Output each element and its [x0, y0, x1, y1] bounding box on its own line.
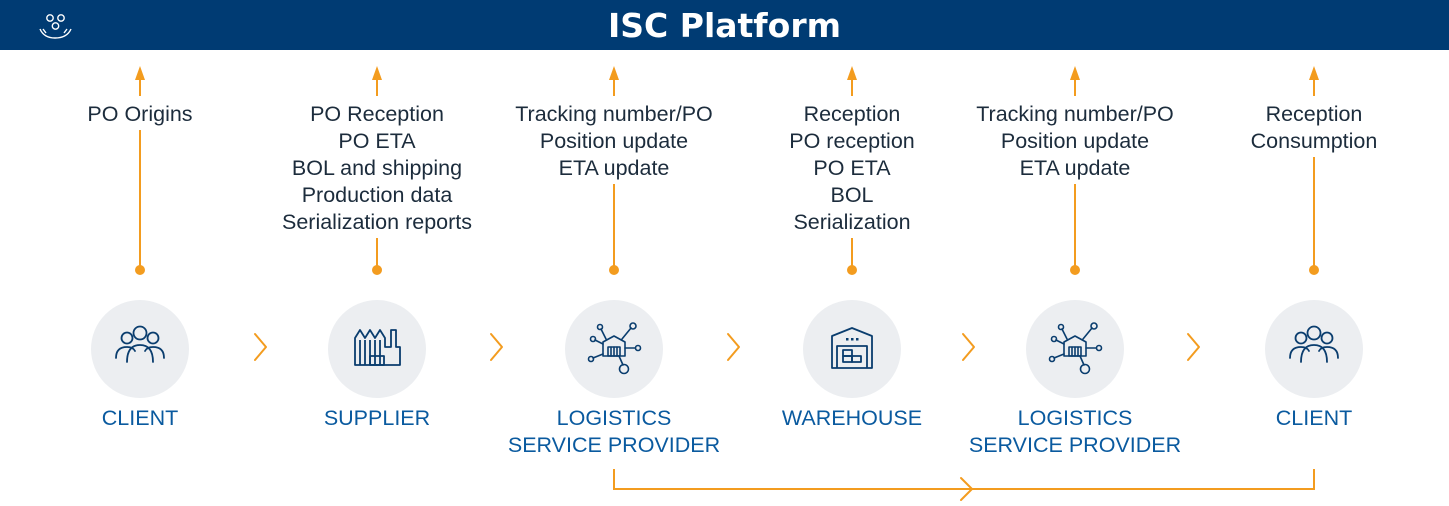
- data-item: Consumption: [1250, 129, 1378, 153]
- stage-label-line: SERVICE PROVIDER: [507, 433, 721, 457]
- connector-dot: [1070, 265, 1080, 275]
- data-item: Serialization reports: [281, 210, 472, 234]
- data-item: PO Reception: [310, 102, 444, 126]
- stage-icon-circle: [91, 300, 189, 398]
- logistics-network-icon: [587, 322, 642, 375]
- stage-label-line: CLIENT: [1275, 406, 1353, 430]
- data-item: BOL and shipping: [291, 156, 463, 180]
- connector-dot: [372, 265, 382, 275]
- data-item: BOL: [830, 183, 874, 207]
- stage-icon-circle: [1265, 300, 1363, 398]
- data-item: Serialization: [793, 210, 911, 234]
- chevron-right-icon: [490, 333, 503, 361]
- header-bar: [0, 0, 1449, 50]
- up-arrow-head: [1309, 66, 1319, 80]
- stage-label: SUPPLIER: [247, 405, 507, 432]
- stage-label: WAREHOUSE: [722, 405, 982, 432]
- data-item: PO reception: [789, 129, 915, 153]
- stage-icon-circle: [1026, 300, 1124, 398]
- data-item: Reception: [803, 102, 901, 126]
- gears-in-hand-icon: [39, 14, 72, 39]
- stage-label-line: WAREHOUSE: [781, 406, 923, 430]
- chevron-right-icon: [960, 477, 973, 501]
- stage-data-list: Tracking number/PO Position update ETA u…: [494, 101, 734, 182]
- stage-label-line: SERVICE PROVIDER: [968, 433, 1182, 457]
- page-title: ISC Platform: [608, 6, 841, 45]
- bypass-connector-line: [613, 469, 1315, 490]
- connector-dot: [847, 265, 857, 275]
- data-item: PO ETA: [338, 129, 416, 153]
- connector-dot: [135, 265, 145, 275]
- data-item: Position update: [539, 129, 689, 153]
- stage-label: CLIENT: [10, 405, 270, 432]
- chevron-right-icon: [727, 333, 740, 361]
- stage-label: CLIENT: [1184, 405, 1444, 432]
- up-arrow-head: [1070, 66, 1080, 80]
- stage-label-line: CLIENT: [101, 406, 179, 430]
- up-arrow-head: [609, 66, 619, 80]
- stage-data-list: Reception Consumption: [1194, 101, 1434, 155]
- stage-label: LOGISTICS SERVICE PROVIDER: [484, 405, 744, 459]
- stage-icon-circle: [803, 300, 901, 398]
- people-icon: [1289, 325, 1339, 363]
- stage-data-list: Tracking number/PO Position update ETA u…: [955, 101, 1195, 182]
- data-item: Tracking number/PO: [515, 102, 713, 126]
- data-item: Reception: [1265, 102, 1363, 126]
- connector-dot: [609, 265, 619, 275]
- stage-data-list: PO Reception PO ETA BOL and shipping Pro…: [257, 101, 497, 236]
- stage-data-list: Reception PO reception PO ETA BOL Serial…: [732, 101, 972, 236]
- chevron-right-icon: [254, 333, 267, 361]
- stage-icon-circle: [565, 300, 663, 398]
- stage-icon-circle: [328, 300, 426, 398]
- data-item: Tracking number/PO: [976, 102, 1174, 126]
- data-item: PO Origins: [87, 102, 193, 126]
- chevron-right-icon: [1187, 333, 1200, 361]
- data-item: Position update: [1000, 129, 1150, 153]
- data-item: ETA update: [1019, 156, 1131, 180]
- connector-dot: [1309, 265, 1319, 275]
- factory-icon: [354, 329, 401, 366]
- chevron-right-icon: [962, 333, 975, 361]
- people-icon: [115, 325, 165, 363]
- stage-label-line: LOGISTICS: [556, 406, 672, 430]
- up-arrow-head: [847, 66, 857, 80]
- logistics-network-icon: [1048, 322, 1103, 375]
- up-arrow-head: [135, 66, 145, 80]
- warehouse-icon: [831, 327, 873, 369]
- data-item: PO ETA: [813, 156, 891, 180]
- stage-data-list: PO Origins: [20, 101, 260, 128]
- stage-label-line: SUPPLIER: [323, 406, 431, 430]
- stage-label-line: LOGISTICS: [1017, 406, 1133, 430]
- up-arrow-head: [372, 66, 382, 80]
- stage-label: LOGISTICS SERVICE PROVIDER: [945, 405, 1205, 459]
- data-item: Production data: [301, 183, 453, 207]
- data-item: ETA update: [558, 156, 670, 180]
